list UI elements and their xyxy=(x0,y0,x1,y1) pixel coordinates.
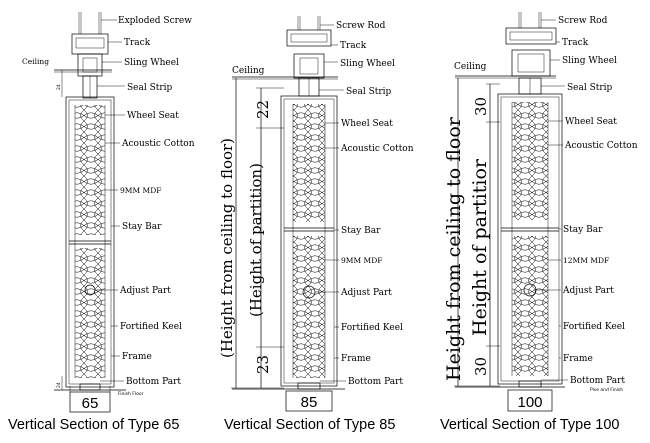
label-frame-85: Frame xyxy=(341,354,371,364)
section-type-85: 85 22 23 (Height from ceiling to floor) … xyxy=(218,16,414,433)
dim-top-100: 30 xyxy=(472,97,490,116)
label-fortified-keel-100: Fortified Keel xyxy=(563,322,625,332)
label-sling-wheel: Sling Wheel xyxy=(124,58,179,68)
label-finish-floor: Finish Floor xyxy=(118,391,144,397)
label-stay-bar-85: Stay Bar xyxy=(341,226,381,236)
caption-type-100: Vertical Section of Type 100 xyxy=(440,417,620,433)
label-seal-strip: Seal Strip xyxy=(127,83,173,93)
dim-inner-85: (Height of partition) xyxy=(247,163,265,317)
section-type-100: 100 30 30 Height from ceiling to floor H… xyxy=(440,12,638,433)
label-fortified-keel-85: Fortified Keel xyxy=(341,323,403,333)
type-100-number: 100 xyxy=(517,394,542,411)
label-frame: Frame xyxy=(122,352,152,362)
label-bottom-part: Bottom Part xyxy=(126,377,181,387)
label-adjust-part-85: Adjust Part xyxy=(340,288,392,298)
label-screw-rod-100: Screw Rod xyxy=(558,16,608,26)
dim-top-85: 22 xyxy=(254,100,272,119)
type-65-number: 65 xyxy=(82,395,99,412)
label-stay-bar: Stay Bar xyxy=(122,222,162,232)
label-track: Track xyxy=(124,38,151,48)
svg-text:24: 24 xyxy=(56,382,62,388)
label-acoustic-cotton-85: Acoustic Cotton xyxy=(340,144,414,154)
caption-type-85: Vertical Section of Type 85 xyxy=(224,417,395,433)
label-track-85: Track xyxy=(340,41,367,51)
label-screw-rod-85: Screw Rod xyxy=(336,21,386,31)
label-wheel-seat: Wheel Seat xyxy=(127,111,179,121)
label-bottom-part-85: Bottom Part xyxy=(348,377,403,387)
caption-type-65: Vertical Section of Type 65 xyxy=(8,417,179,433)
label-acoustic-cotton-100: Acoustic Cotton xyxy=(564,141,638,151)
label-ceiling: Ceiling xyxy=(22,57,49,66)
dim-bottom-100: 30 xyxy=(472,357,490,376)
label-bottom-part-100: Bottom Part xyxy=(570,376,625,386)
label-ceiling-100: Ceiling xyxy=(454,62,487,72)
label-mdf: 9MM MDF xyxy=(120,186,161,195)
label-wheel-seat-100: Wheel Seat xyxy=(565,117,617,127)
label-mdf-100: 12MM MDF xyxy=(563,256,609,265)
dim-inner-100: Height of partitior xyxy=(469,158,491,336)
section-type-65: 24 24 65 xyxy=(8,12,195,433)
label-fortified-keel: Fortified Keel xyxy=(120,322,182,332)
label-ceiling-85: Ceiling xyxy=(232,66,265,76)
label-track-100: Track xyxy=(562,38,589,48)
dim-bottom-85: 23 xyxy=(254,355,272,374)
label-stay-bar-100: Stay Bar xyxy=(563,225,603,235)
label-sling-wheel-100: Sling Wheel xyxy=(562,56,617,66)
label-acoustic-cotton: Acoustic Cotton xyxy=(121,139,195,149)
label-adjust-part: Adjust Part xyxy=(119,286,171,296)
label-frame-100: Frame xyxy=(563,354,593,364)
label-seal-strip-100: Seal Strip xyxy=(567,83,613,93)
dim-outer-100: Height from ceiling to floor xyxy=(443,116,465,381)
label-mdf-85: 9MM MDF xyxy=(341,256,382,265)
dim-outer-85: (Height from ceiling to floor) xyxy=(218,138,236,358)
label-adjust-part-100: Adjust Part xyxy=(562,286,614,296)
label-wheel-seat-85: Wheel Seat xyxy=(341,119,393,129)
label-sling-wheel-85: Sling Wheel xyxy=(340,59,395,69)
type-85-number: 85 xyxy=(301,394,318,411)
svg-text:24: 24 xyxy=(56,84,62,90)
label-exploded-screw: Exploded Screw xyxy=(118,16,192,26)
label-finish-floor-100: Pise and Finish xyxy=(590,387,623,393)
label-seal-strip-85: Seal Strip xyxy=(346,87,392,97)
